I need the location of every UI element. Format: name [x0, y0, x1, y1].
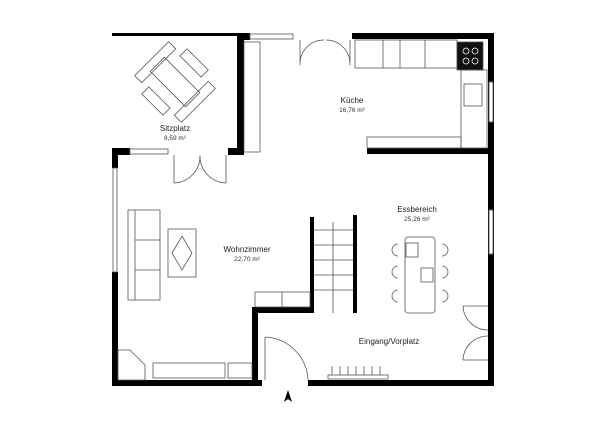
- room-area: 16,76 m²: [339, 107, 365, 114]
- room-kueche: Küche 16,76 m²: [339, 96, 365, 116]
- room-sitzplatz: Sitzplatz 8,59 m²: [160, 124, 190, 144]
- room-eingang: Eingang/Vorplatz: [359, 337, 420, 347]
- room-area: 25,26 m²: [404, 216, 430, 223]
- room-name: Küche: [340, 96, 364, 105]
- room-area: 8,59 m²: [163, 135, 187, 142]
- room-essbereich: Essbereich 25,26 m²: [397, 205, 437, 225]
- room-area: 22,70 m²: [234, 256, 260, 263]
- room-wohnzimmer: Wohnzimmer 22,70 m²: [224, 245, 271, 265]
- north-arrow-icon: [284, 390, 292, 402]
- windows-doors: [112, 33, 494, 381]
- walls: [112, 33, 494, 386]
- room-name: Sitzplatz: [159, 124, 191, 133]
- room-name: Eingang/Vorplatz: [358, 337, 420, 346]
- furniture: [117, 39, 488, 381]
- stairs: [314, 222, 353, 313]
- room-name: Essbereich: [397, 205, 437, 214]
- room-name: Wohnzimmer: [223, 245, 271, 254]
